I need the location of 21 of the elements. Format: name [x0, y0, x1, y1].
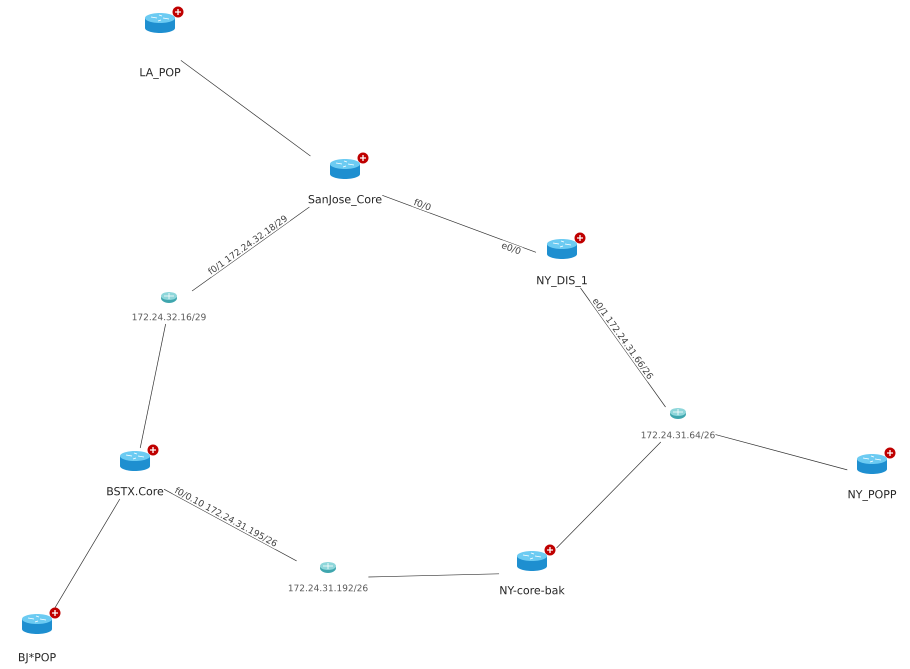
link-line	[192, 206, 310, 292]
router: NY_POPP	[848, 490, 896, 501]
subnet: 172.24.31.64/26	[642, 432, 715, 440]
link-line	[715, 434, 848, 470]
link-line	[164, 488, 297, 562]
interface-label: e0/0	[502, 244, 521, 254]
link-line	[382, 194, 536, 253]
router: NY-core-bak	[500, 586, 565, 594]
link-line	[180, 60, 311, 156]
link-line	[580, 288, 666, 408]
link-line	[140, 324, 166, 448]
link-line	[368, 573, 500, 578]
router: LA_POP	[140, 68, 180, 79]
router: SanJose_Core	[308, 195, 382, 206]
subnet: 172.24.31.192/26	[288, 584, 368, 592]
edge-label: f0/0	[414, 198, 431, 210]
router: BSTX.Core	[107, 487, 164, 496]
link-line	[556, 442, 662, 548]
router: NY_DIS_1	[537, 276, 587, 287]
router: BJ*POP	[18, 653, 56, 664]
subnet: 172.24.32.16/29	[132, 314, 206, 322]
